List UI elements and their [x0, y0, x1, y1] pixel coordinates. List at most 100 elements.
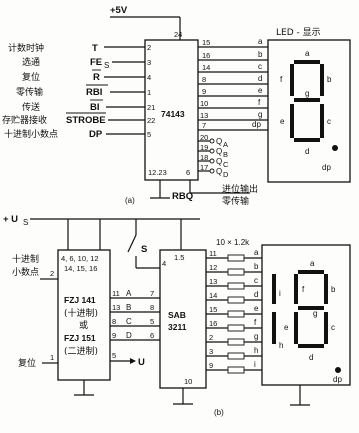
seg-e: [290, 104, 294, 138]
svg-text:2: 2: [147, 43, 151, 52]
counter-output: 8 C 5: [110, 317, 160, 327]
top-seg-output: 7 dp: [198, 120, 268, 131]
top-input-row: 存贮器接收 STROBE 22: [2, 112, 155, 126]
svg-text:Q: Q: [216, 167, 222, 176]
svg-text:f: f: [302, 285, 305, 294]
svg-text:8: 8: [150, 303, 154, 312]
zero-transfer-label: 零传输: [222, 195, 249, 207]
resistor: [227, 324, 245, 332]
svg-text:Q: Q: [216, 137, 222, 146]
svg-text:10: 10: [200, 99, 208, 108]
top-seg-output: 14 c: [198, 62, 268, 73]
resistor: [227, 338, 245, 346]
svg-text:Q: Q: [216, 147, 222, 156]
svg-text:b: b: [258, 50, 263, 59]
svg-text:1: 1: [147, 88, 151, 97]
svg-text:2: 2: [50, 269, 54, 278]
svg-text:4, 6, 10, 12: 4, 6, 10, 12: [61, 254, 99, 263]
svg-text:b: b: [254, 262, 259, 271]
svg-text:g: g: [305, 89, 309, 98]
svg-text:20: 20: [200, 133, 208, 142]
seg-g: [294, 98, 320, 102]
svg-text:d: d: [254, 290, 258, 299]
caption-a: (a): [125, 196, 135, 205]
svg-text:14, 15, 16: 14, 15, 16: [64, 264, 97, 273]
svg-text:S: S: [23, 218, 28, 227]
svg-text:7: 7: [202, 121, 206, 130]
svg-text:e: e: [280, 117, 285, 126]
svg-text:g: g: [313, 309, 317, 318]
top-chip-gnd-pins: 12.23: [148, 168, 167, 177]
top-input-row: 选通 FE S 3: [22, 56, 151, 70]
counter-output: 11 A 7: [110, 289, 160, 299]
counter-output: 9 D 6: [110, 331, 160, 341]
svg-text:4: 4: [162, 259, 166, 268]
svg-text:b: b: [331, 285, 336, 294]
svg-text:17: 17: [200, 163, 208, 172]
decoder-output: 13 c: [206, 276, 262, 290]
decoder-output: 15 e: [206, 304, 262, 318]
svg-text:FZJ 141: FZJ 141: [64, 295, 96, 305]
svg-text:存贮器接收: 存贮器接收: [2, 114, 47, 126]
seg-c: [320, 104, 324, 138]
top-supply-label: +5V: [110, 5, 128, 16]
svg-text:11: 11: [112, 289, 120, 298]
svg-text:STROBE: STROBE: [66, 115, 106, 126]
decoder-output: 12 b: [206, 262, 262, 276]
svg-text:5: 5: [147, 130, 151, 139]
svg-text:h: h: [254, 346, 258, 355]
svg-text:19: 19: [200, 143, 208, 152]
svg-text:3: 3: [147, 58, 151, 67]
svg-text:22: 22: [147, 116, 155, 125]
decoder-output: 14 d: [206, 290, 262, 304]
top-seg-output: 15 a: [198, 37, 268, 48]
resistor: [227, 254, 245, 262]
top-seg-output: 16 b: [198, 50, 268, 61]
top-seg-output: 8 d: [198, 74, 268, 85]
counter-output: 13 B 8: [110, 303, 160, 313]
seg-a: [294, 60, 320, 64]
svg-text:g: g: [254, 332, 258, 341]
svg-text:SAB: SAB: [168, 310, 186, 320]
svg-text:g: g: [258, 110, 262, 119]
decimal-label-2: 小数点: [12, 266, 39, 278]
svg-text:5: 5: [150, 317, 154, 326]
decoder-output: 3 h: [206, 346, 262, 360]
svg-text:5: 5: [112, 351, 116, 360]
svg-text:D: D: [126, 331, 132, 340]
svg-text:d: d: [258, 74, 262, 83]
seg-d: [298, 344, 324, 348]
seg-g: [298, 306, 324, 310]
svg-text:9: 9: [202, 87, 206, 96]
decoder-output: 11 a: [206, 248, 262, 262]
svg-text:R: R: [93, 72, 100, 83]
svg-text:十进制小数点: 十进制小数点: [4, 128, 58, 140]
svg-text:10: 10: [184, 377, 192, 386]
resistor: [227, 310, 245, 318]
rbo-label: RBQ: [172, 191, 193, 202]
bottom-supply-label: + U: [3, 214, 18, 225]
svg-text:传送: 传送: [22, 101, 40, 113]
bottom-nine-seg: [272, 270, 341, 373]
top-chip-name: 74143: [161, 109, 185, 119]
top-chip-rbo-pin: 6: [186, 168, 190, 177]
top-input-row: 零传输 RBI 1: [16, 84, 151, 98]
svg-text:f: f: [258, 98, 261, 107]
resistor: [227, 352, 245, 360]
svg-text:BI: BI: [90, 102, 100, 113]
top-input-row: 传送 BI 21: [22, 99, 155, 113]
svg-text:S: S: [104, 61, 109, 70]
reset-label: 复位: [18, 357, 36, 369]
svg-text:i: i: [254, 360, 256, 369]
resistor: [227, 282, 245, 290]
resistor: [227, 268, 245, 276]
top-seg-output: 13 g: [198, 110, 268, 121]
svg-text:16: 16: [209, 319, 217, 328]
top-input-row: 十进制小数点 DP 5: [4, 128, 151, 140]
svg-text:3: 3: [209, 347, 213, 356]
resistor-array-label: 10 × 1.2k: [216, 238, 250, 247]
bottom-led-display: [261, 244, 351, 386]
svg-text:14: 14: [209, 291, 217, 300]
svg-text:FZJ 151: FZJ 151: [64, 333, 96, 343]
